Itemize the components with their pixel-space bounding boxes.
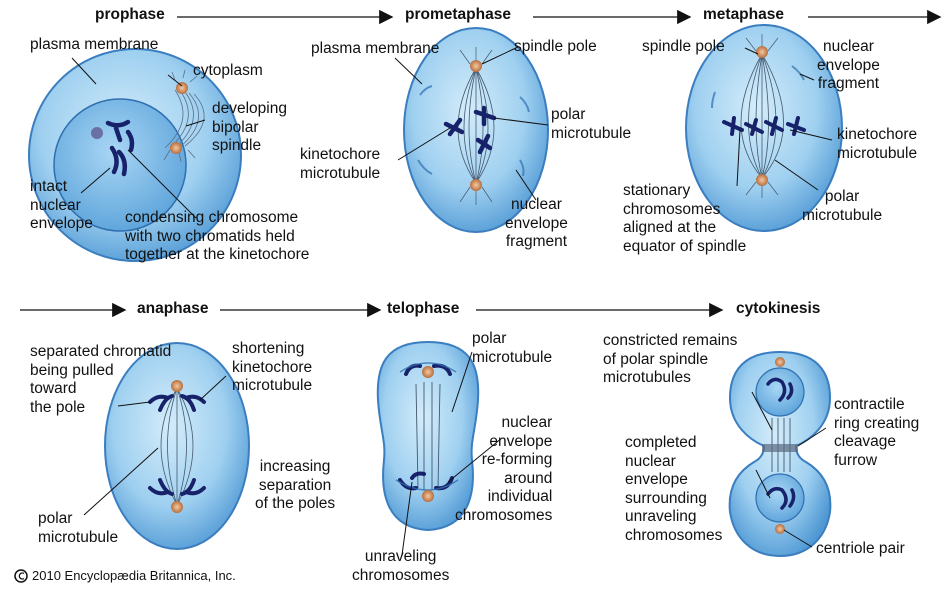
label-cytokinesis-contractile-ring: contractile ring creating cleavage furro… [834,396,919,470]
cytokinesis-contractile-ring [762,444,798,452]
label-prometaphase-kinetochore-microtubule: kinetochore microtubule [300,146,380,183]
phase-heading-anaphase: anaphase [137,300,209,318]
prophase-centrosome-top [176,82,188,94]
phase-heading-cytokinesis: cytokinesis [736,300,820,318]
label-metaphase-nuclear-envelope-fragment: nuclear envelope fragment [817,38,880,94]
label-prometaphase-plasma-membrane: plasma membrane [311,40,439,59]
label-telophase-nuclear-envelope-reforming: nuclear envelope re-forming around indiv… [455,414,552,525]
label-metaphase-polar-microtubule: polar microtubule [802,188,882,225]
prometaphase-spindle-pole-top [470,60,482,72]
label-prophase-cytoplasm: cytoplasm [193,62,263,81]
prometaphase-spindle-pole-bottom [470,179,482,191]
prophase-nucleolus [91,127,103,139]
label-anaphase-polar-microtubule: polar microtubule [38,510,118,547]
metaphase-spindle-pole-top [756,46,768,58]
label-prometaphase-nuclear-envelope-fragment: nuclear envelope fragment [505,196,568,252]
label-prophase-intact-nuclear-envelope: intact nuclear envelope [30,178,93,234]
copyright-text: 2010 Encyclopædia Britannica, Inc. [32,568,236,583]
label-cytokinesis-constricted-remains: constricted remains of polar spindle mic… [603,332,737,388]
label-prophase-developing-spindle: developing bipolar spindle [212,100,287,156]
cytokinesis-nucleus-bottom [756,474,804,522]
anaphase-pole-bottom [171,501,183,513]
telophase-centrosome-top [422,366,434,378]
label-metaphase-stationary-chromosomes: stationary chromosomes aligned at the eq… [623,182,746,256]
cytokinesis-nucleus-top [756,368,804,416]
phase-heading-telophase: telophase [387,300,459,318]
copyright-symbol-c [19,573,24,579]
cytokinesis-centriole-top [775,357,785,367]
copyright-symbol-circle [15,570,27,582]
label-prophase-plasma-membrane: plasma membrane [30,36,158,55]
prophase-centrosome-bottom [170,142,182,154]
label-metaphase-spindle-pole: spindle pole [642,38,725,57]
label-cytokinesis-completed-nuclear-envelope: completed nuclear envelope surrounding u… [625,434,722,545]
label-prophase-condensing-chromosome: condensing chromosome with two chromatid… [125,209,309,265]
telophase-centrosome-bottom [422,490,434,502]
cytokinesis-cells [730,352,831,556]
label-anaphase-shortening-kinetochore: shortening kinetochore microtubule [232,340,312,396]
label-anaphase-separated-chromatid: separated chromatid being pulled toward … [30,343,171,417]
label-cytokinesis-centriole-pair: centriole pair [816,540,905,559]
label-telophase-unraveling-chromosomes: unraveling chromosomes [352,548,449,585]
label-metaphase-kinetochore-microtubule: kinetochore microtubule [837,126,917,163]
phase-heading-prophase: prophase [95,6,165,24]
label-prometaphase-polar-microtubule: polar microtubule [551,106,631,143]
metaphase-spindle-pole-bottom [756,174,768,186]
cytokinesis-centriole-bottom [775,524,785,534]
label-prometaphase-spindle-pole: spindle pole [514,38,597,57]
label-anaphase-increasing-separation: increasing separation of the poles [255,458,335,514]
phase-heading-prometaphase: prometaphase [405,6,511,24]
phase-heading-metaphase: metaphase [703,6,784,24]
anaphase-pole-top [171,380,183,392]
label-telophase-polar-microtubule: polar microtubule [472,330,552,367]
